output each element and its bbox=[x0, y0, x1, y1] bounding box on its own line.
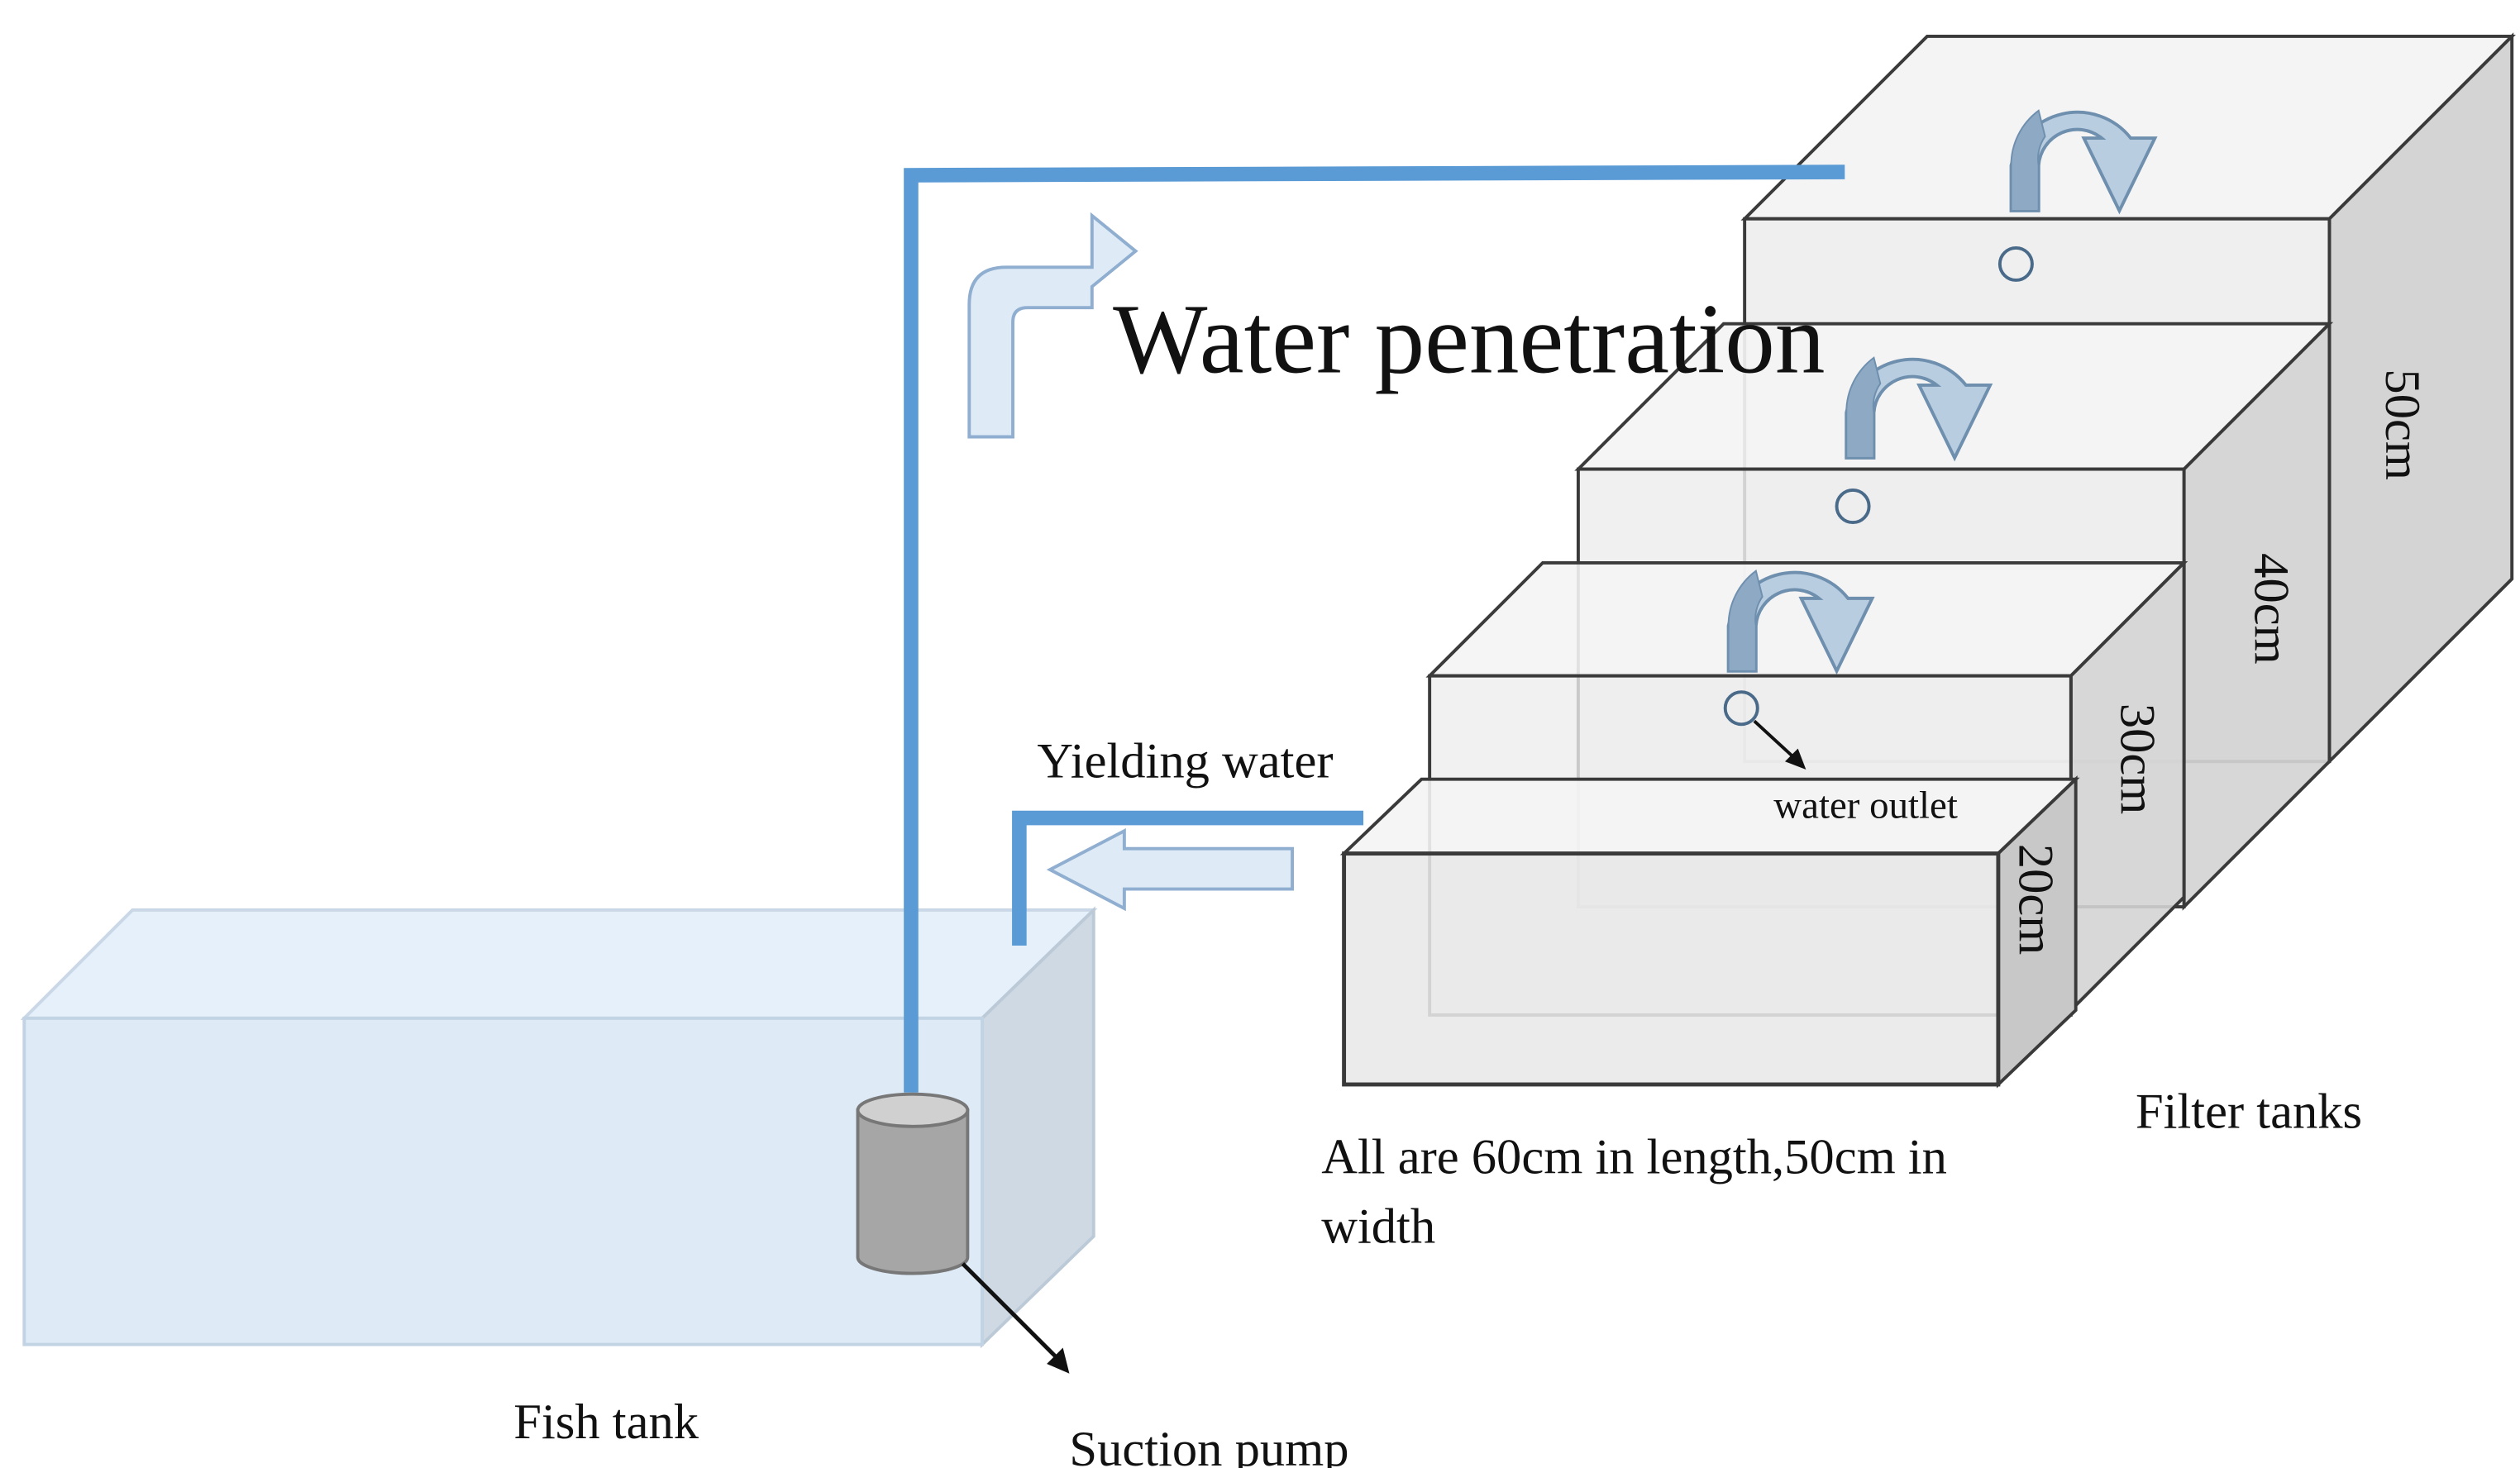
water-hole-icon bbox=[1835, 489, 1871, 524]
water-outlet-label: water outlet bbox=[1773, 784, 1958, 827]
pump-pointer-arrow-icon bbox=[961, 1262, 1070, 1374]
outlet-pointer-arrow-icon bbox=[1753, 719, 1806, 770]
filter-tank-20cm-top bbox=[1339, 777, 2080, 856]
fish-tank-front bbox=[22, 1016, 984, 1346]
height-label-50cm: 50cm bbox=[2374, 369, 2430, 480]
filter-tanks-label: Filter tanks bbox=[2136, 1084, 2362, 1140]
water-outlet-icon bbox=[1723, 690, 1759, 727]
suction-pump bbox=[856, 1092, 970, 1275]
filter-tank-20cm-front bbox=[1342, 851, 2001, 1087]
overflow-arrow-icon bbox=[1845, 356, 1993, 462]
height-label-30cm: 30cm bbox=[2109, 703, 2164, 815]
overflow-arrow-icon bbox=[2009, 109, 2158, 215]
yielding-water-label: Yielding water bbox=[1037, 734, 1333, 789]
overflow-arrow-icon bbox=[1726, 570, 1875, 675]
water-penetration-label: Water penetration bbox=[1113, 284, 1825, 394]
inlet-pipe bbox=[904, 164, 1845, 1093]
filter-tank-20cm bbox=[1339, 775, 2080, 1089]
height-label-40cm: 40cm bbox=[2244, 553, 2299, 665]
return-pipe bbox=[1012, 810, 1364, 946]
fish-tank-label: Fish tank bbox=[513, 1394, 699, 1450]
yielding-water-arrow-icon bbox=[1046, 828, 1295, 912]
dimensions-note-line2: width bbox=[1321, 1199, 1435, 1254]
suction-pump-label: Suction pump bbox=[1069, 1422, 1348, 1468]
water-hole-icon bbox=[1997, 245, 2034, 282]
fish-tank-top bbox=[20, 908, 1098, 1020]
height-label-20cm: 20cm bbox=[2007, 844, 2063, 956]
dimensions-note-line1: All are 60cm in length,50cm in bbox=[1321, 1129, 1947, 1184]
water-penetration-arrow-icon bbox=[967, 212, 1138, 439]
fish-tank bbox=[20, 906, 1098, 1349]
